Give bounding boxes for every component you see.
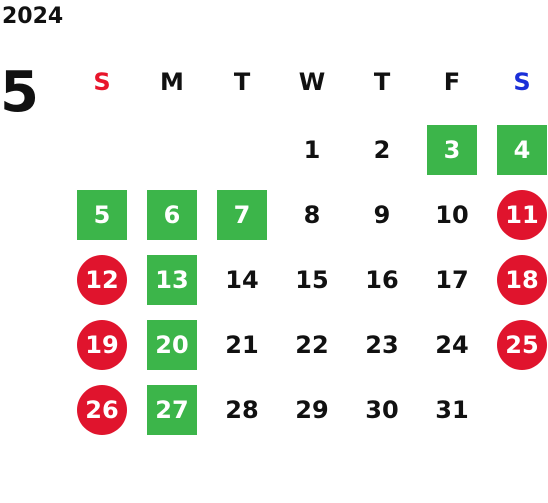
year-label: 2024 (2, 4, 64, 29)
calendar-day-19[interactable]: 19 (77, 320, 127, 370)
weekday-label: M (160, 68, 184, 96)
weekday-label: F (443, 68, 461, 96)
calendar-day-2[interactable]: 2 (373, 136, 391, 164)
calendar-day-21[interactable]: 21 (225, 331, 259, 359)
calendar-day-27[interactable]: 27 (147, 385, 197, 435)
calendar-day-29[interactable]: 29 (295, 396, 329, 424)
calendar-day-14[interactable]: 14 (225, 266, 259, 294)
calendar-day-1[interactable]: 1 (303, 136, 321, 164)
calendar-day-24[interactable]: 24 (435, 331, 469, 359)
weekday-label: T (233, 68, 251, 96)
calendar-day-22[interactable]: 22 (295, 331, 329, 359)
calendar-day-3[interactable]: 3 (427, 125, 477, 175)
calendar-day-12[interactable]: 12 (77, 255, 127, 305)
calendar-day-15[interactable]: 15 (295, 266, 329, 294)
calendar-day-4[interactable]: 4 (497, 125, 547, 175)
weekday-label: S (513, 68, 531, 96)
calendar-day-30[interactable]: 30 (365, 396, 399, 424)
calendar-day-31[interactable]: 31 (435, 396, 469, 424)
calendar-day-28[interactable]: 28 (225, 396, 259, 424)
month-number: 5 (0, 60, 39, 125)
calendar-day-23[interactable]: 23 (365, 331, 399, 359)
calendar-day-16[interactable]: 16 (365, 266, 399, 294)
calendar-day-20[interactable]: 20 (147, 320, 197, 370)
calendar-day-6[interactable]: 6 (147, 190, 197, 240)
calendar-day-18[interactable]: 18 (497, 255, 547, 305)
calendar-day-5[interactable]: 5 (77, 190, 127, 240)
weekday-label: T (373, 68, 391, 96)
calendar-day-7[interactable]: 7 (217, 190, 267, 240)
calendar-day-11[interactable]: 11 (497, 190, 547, 240)
calendar-day-25[interactable]: 25 (497, 320, 547, 370)
calendar-day-10[interactable]: 10 (435, 201, 469, 229)
calendar-day-13[interactable]: 13 (147, 255, 197, 305)
calendar-day-8[interactable]: 8 (303, 201, 321, 229)
calendar-day-17[interactable]: 17 (435, 266, 469, 294)
calendar-day-26[interactable]: 26 (77, 385, 127, 435)
calendar-day-9[interactable]: 9 (373, 201, 391, 229)
weekday-label: S (93, 68, 111, 96)
weekday-label: W (298, 68, 326, 96)
